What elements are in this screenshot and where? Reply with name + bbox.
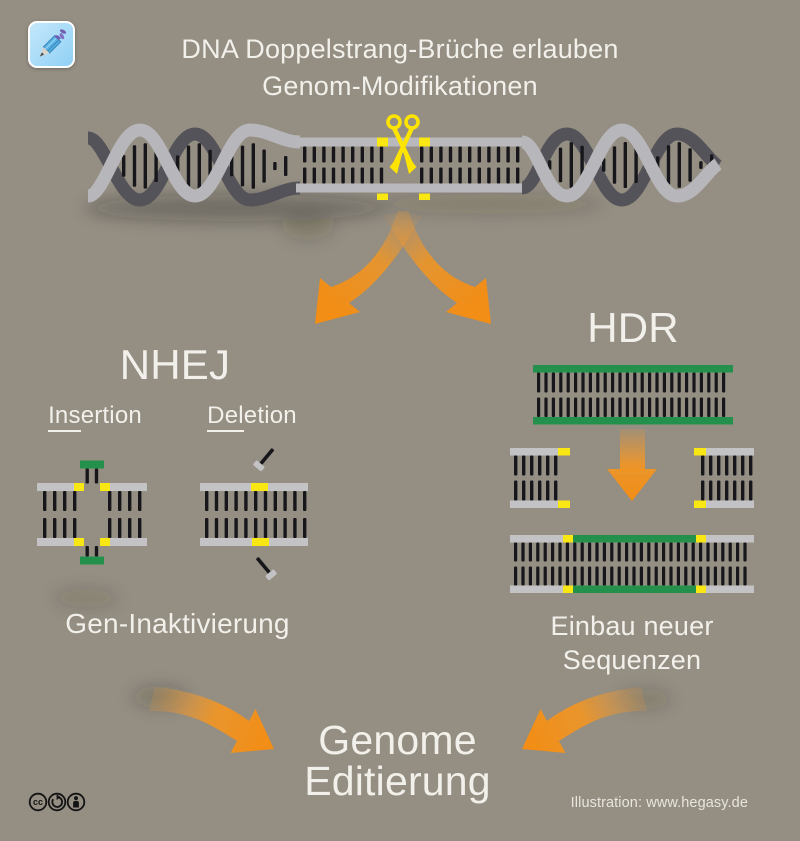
hdr-outcome-line-1: Einbau neuer <box>550 611 714 641</box>
arrow-from-nhej <box>149 687 274 753</box>
arrow-to-nhej <box>315 210 422 324</box>
insertion-label-underlined: Ins <box>48 402 81 432</box>
hdr-repaired-dna <box>510 535 754 593</box>
deletion-label-rest: etion <box>243 402 297 429</box>
arrow-to-hdr <box>384 210 491 324</box>
nhej-insertion-diagram <box>37 460 147 565</box>
title-line-2: Genom-Modifikationen <box>262 71 538 101</box>
converging-arrows <box>149 687 647 753</box>
nhej-deletion-diagram <box>200 448 308 581</box>
result-line-2: Editierung <box>304 758 491 804</box>
title-line-1: DNA Doppelstrang-Brüche erlauben <box>181 34 619 64</box>
hdr-outcome-label: Einbau neuer Sequenzen <box>512 609 752 677</box>
soft-shadows <box>54 194 671 709</box>
license-icons: cc <box>28 792 86 812</box>
hdr-heading: HDR <box>587 304 679 351</box>
helix-left-twists <box>85 123 301 207</box>
hdr-outcome-line-2: Sequenzen <box>562 645 702 675</box>
deletion-label-underlined: Del <box>207 402 244 432</box>
helix-right-twists <box>519 123 723 207</box>
result-line-1: Genome <box>318 717 477 763</box>
cut-marks <box>377 137 430 200</box>
svg-text:cc: cc <box>33 797 43 807</box>
arrow-from-hdr <box>522 687 647 753</box>
dna-helix <box>85 114 723 207</box>
credit-text: Illustration: www.hegasy.de <box>570 795 748 811</box>
hdr-template-dna <box>533 365 733 425</box>
helix-open-ladder <box>296 137 524 200</box>
deletion-label: Deletion <box>187 402 317 432</box>
hdr-down-arrow <box>607 429 657 501</box>
hdr-broken-fragments <box>510 448 754 508</box>
diverging-arrows <box>315 210 491 324</box>
scissors-icon <box>386 114 420 174</box>
insertion-label-rest: ertion <box>80 402 142 429</box>
cc-icon: cc <box>28 792 48 812</box>
dna-pencil-icon <box>39 29 67 57</box>
nhej-heading: NHEJ <box>119 341 231 388</box>
share-alike-icon <box>47 792 67 812</box>
nhej-outcome-label: Gen-Inaktivierung <box>65 608 290 639</box>
result-label: Genome Editierung <box>245 720 550 802</box>
deleted-piece-top <box>253 448 275 472</box>
deleted-piece-bottom <box>256 557 277 581</box>
dna-pencil-logo <box>28 21 75 68</box>
insertion-label: Insertion <box>30 402 160 432</box>
attribution-icon <box>66 792 86 812</box>
page-title: DNA Doppelstrang-Brüche erlauben Genom-M… <box>0 31 800 105</box>
